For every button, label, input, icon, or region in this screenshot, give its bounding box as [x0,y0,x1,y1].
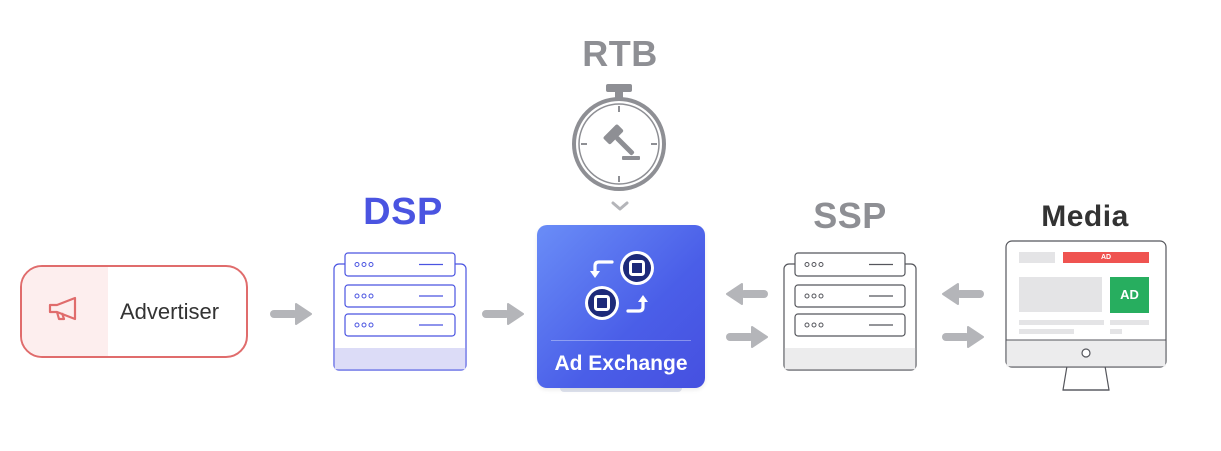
ssp-label: SSP [813,195,887,236]
advertiser-icon-cell [22,267,108,356]
media-label: Media [1041,200,1129,233]
arrow-right-icon [942,326,984,348]
dsp-server-icon [333,250,467,377]
arrow-left-icon [942,283,984,305]
ssp-server-icon [783,250,917,377]
banner-ad-label: AD [1100,254,1112,261]
arrow-right-icon [726,326,768,348]
megaphone-icon [45,295,85,328]
dsp-label: DSP [363,191,443,233]
exchange-divider [551,340,691,341]
arrow-right-icon [482,303,524,325]
rtb-label: RTB [582,33,658,74]
stopwatch-gavel-icon [568,80,668,197]
arrow-right-icon [270,303,312,325]
exchange-cycle-icon [581,249,661,334]
chevron-down-icon [610,199,630,217]
monitor-icon: AD AD [1005,240,1167,405]
ad-exchange-box: Ad Exchange [537,225,705,388]
advertiser-box: Advertiser [20,265,248,358]
advertiser-label: Advertiser [120,298,220,324]
side-ad-label: AD [1120,287,1139,302]
arrow-left-icon [726,283,768,305]
ad-exchange-label: Ad Exchange [554,352,688,375]
